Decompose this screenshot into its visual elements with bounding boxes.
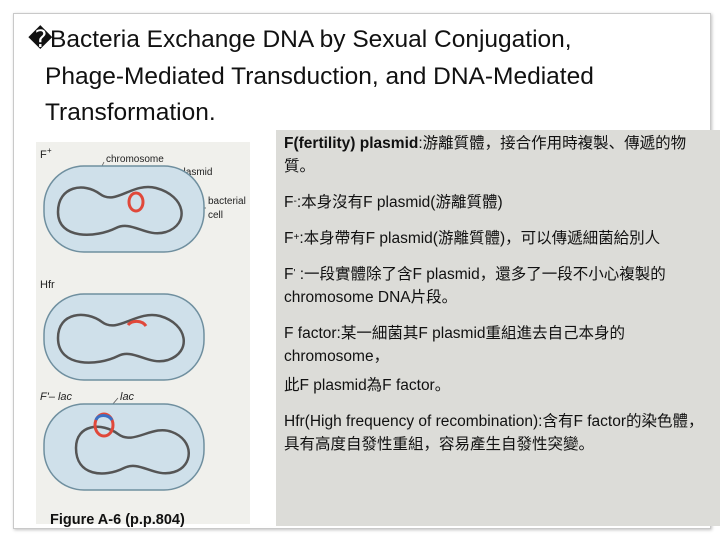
note-f-prime: F' :一段實體除了含F plasmid，還多了一段不小心複製的chromoso…: [284, 263, 714, 309]
note-2-prefix: F: [284, 230, 294, 247]
label-hfr: Hfr: [40, 279, 55, 291]
label-cell: cell: [208, 210, 223, 221]
plasmid-1: [127, 191, 145, 213]
figure-caption: Figure A-6 (p.p.804): [50, 512, 185, 528]
title-line-1: Bacteria Exchange DNA by Sexual Conjugat…: [50, 26, 572, 53]
note-f-factor: F factor:某一細菌其F plasmid重組進去自己本身的chromoso…: [284, 322, 714, 368]
integrated-f-factor: [126, 319, 148, 327]
note-3-text: :一段實體除了含F plasmid，還多了一段不小心複製的chromosome …: [284, 266, 666, 306]
note-2-text: :本身帶有F plasmid(游離質體)，可以傳遞細菌給別人: [299, 230, 661, 247]
note-5-text: 此F plasmid為F factor。: [284, 377, 451, 394]
bacterial-cell-2: [43, 293, 205, 381]
note-0-text: :游離質體，接合作用時複製、傳遞的物質。: [284, 135, 687, 175]
label-lac: lac: [120, 391, 135, 403]
note-6-text: :含有F factor的染色體，具有高度自發性重組，容易產生自發性突變。: [284, 413, 704, 453]
slide-title: � Bacteria Exchange DNA by Sexual Conjug…: [28, 22, 702, 132]
note-f-plus: F+:本身帶有F plasmid(游離質體)，可以傳遞細菌給別人: [284, 227, 714, 250]
bacteria-diagram: F + chromosome plasmid bacterial cell Hf…: [40, 146, 246, 491]
note-f-factor-cont: 此F plasmid為F factor。: [284, 374, 714, 397]
note-6-prefix: Hfr(High frequency of recombination): [284, 413, 539, 430]
label-chromosome: chromosome: [106, 154, 164, 165]
lac-segment: [94, 414, 114, 421]
bacterial-cell-3: [43, 403, 205, 491]
note-hfr: Hfr(High frequency of recombination):含有F…: [284, 410, 714, 456]
notes-panel: [276, 130, 720, 526]
note-1-prefix: F: [284, 194, 294, 211]
note-f-plasmid: F(fertility) plasmid:游離質體，接合作用時複製、傳遞的物質。: [284, 132, 714, 178]
title-line-3: Transformation.: [45, 99, 216, 126]
note-3-prefix: F: [284, 266, 294, 283]
bacteria-figure: F + chromosome plasmid bacterial cell Hf…: [36, 142, 250, 524]
note-0-bold: F(fertility) plasmid: [284, 135, 419, 152]
title-bullet: �: [28, 26, 53, 53]
note-1-text: :本身沒有F plasmid(游離質體): [296, 194, 503, 211]
note-4-text: :某一細菌其F plasmid重組進去自己本身的chromosome，: [284, 325, 626, 365]
label-f-plus-sup: +: [47, 146, 52, 155]
note-2-sup: +: [293, 232, 300, 243]
label-f-plus: F: [40, 149, 47, 161]
label-bacterial: bacterial: [208, 196, 246, 207]
note-3-sup: ': [293, 268, 296, 279]
note-f-minus: F-:本身沒有F plasmid(游離質體): [284, 191, 714, 214]
note-1-sup: -: [293, 196, 297, 207]
f-prime-plasmid: [93, 412, 115, 438]
label-plasmid: plasmid: [178, 167, 212, 178]
chromosome-1: [56, 185, 183, 236]
note-4-prefix: F factor: [284, 325, 337, 342]
title-line-2: Phage-Mediated Transduction, and DNA-Med…: [45, 62, 594, 90]
notes-list: F(fertility) plasmid:游離質體，接合作用時複製、傳遞的物質。…: [284, 132, 714, 469]
label-f-prime-lac: F'– lac: [40, 391, 73, 403]
chromosome-2: [56, 313, 185, 364]
